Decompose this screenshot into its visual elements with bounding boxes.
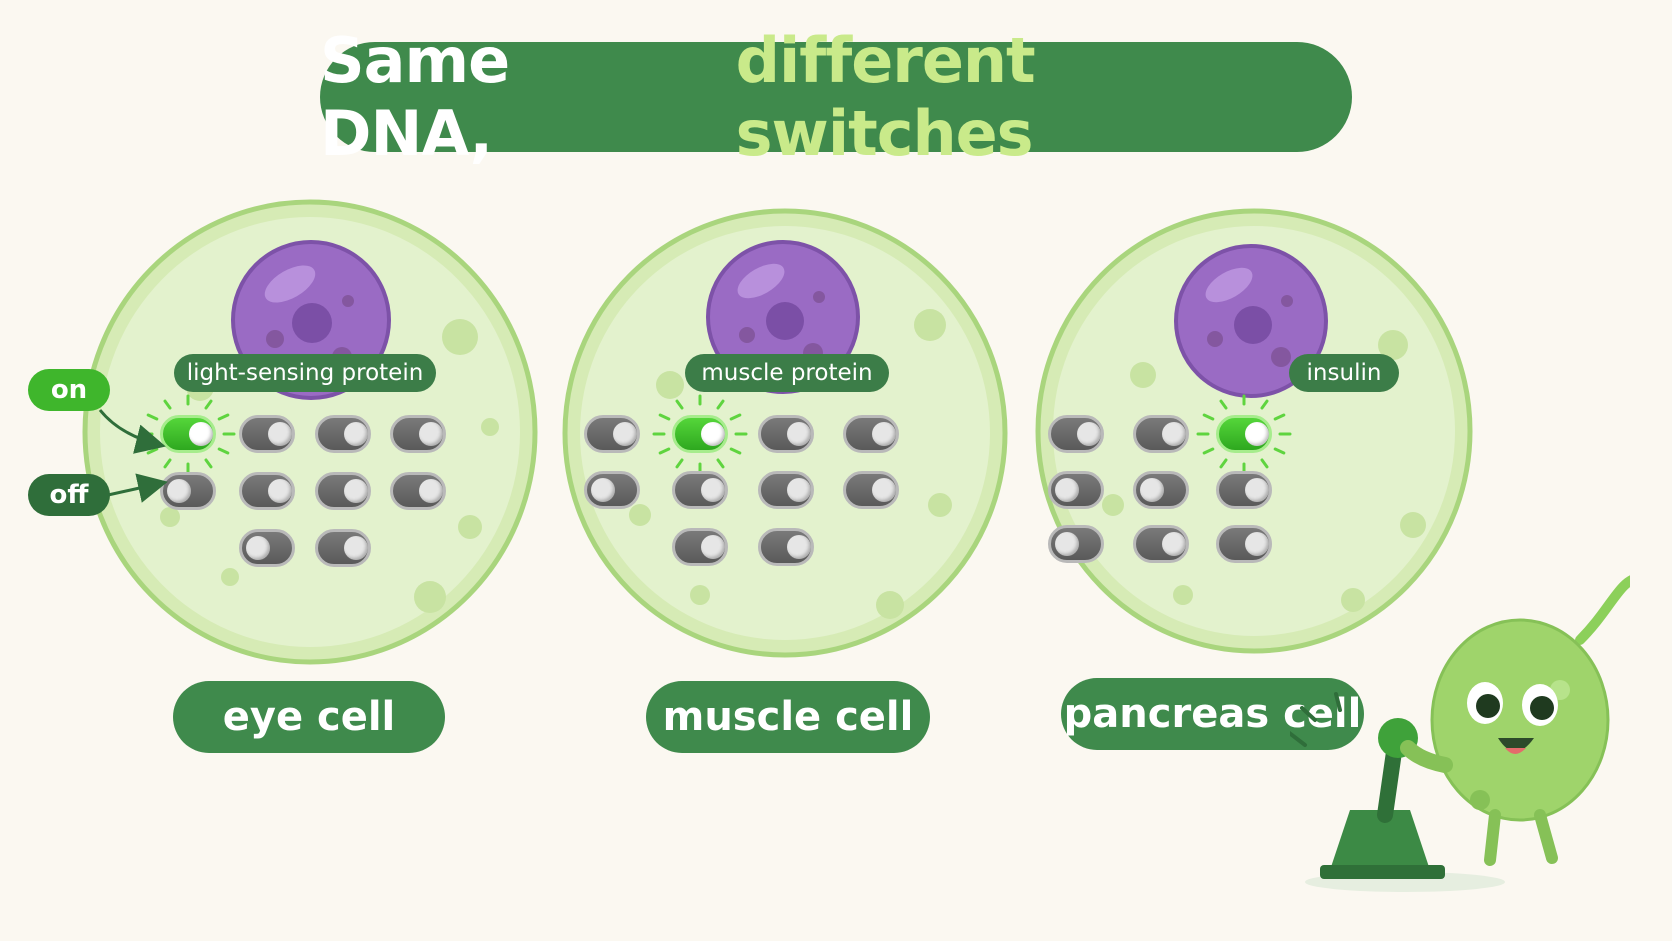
gene-switch-off[interactable] (843, 471, 899, 509)
gene-switch-off[interactable] (239, 415, 295, 453)
cell-mascot-icon (1290, 575, 1630, 892)
gene-switch-off[interactable] (315, 415, 371, 453)
eye-cell-label: eye cell (173, 681, 445, 753)
title-part-2: different switches (735, 24, 1036, 170)
switch-knob (268, 422, 292, 446)
switch-knob (1245, 478, 1269, 502)
switch-knob (344, 536, 368, 560)
switch-knob (1077, 422, 1101, 446)
gene-switch-off[interactable] (584, 415, 640, 453)
gene-switch-on[interactable] (160, 415, 216, 453)
gene-switch-off[interactable] (239, 529, 295, 567)
switch-knob (613, 422, 637, 446)
gene-switch-on[interactable] (672, 415, 728, 453)
gene-switch-off[interactable] (1048, 525, 1104, 563)
switch-knob (787, 422, 811, 446)
protein-label: light-sensing protein (174, 354, 436, 392)
gene-switch-off[interactable] (758, 471, 814, 509)
eye-cell-diagram: light-sensing protein (80, 197, 540, 667)
switch-knob (591, 478, 615, 502)
lever-icon (1320, 718, 1445, 879)
protein-label: insulin (1289, 354, 1399, 392)
switch-knob (246, 536, 270, 560)
active-switch-glow (1196, 394, 1292, 474)
switch-knob (344, 479, 368, 503)
switch-knob (872, 478, 896, 502)
gene-switch-off[interactable] (390, 415, 446, 453)
gene-switch-off[interactable] (1133, 525, 1189, 563)
gene-switch-off[interactable] (1048, 471, 1104, 509)
switch-knob (787, 478, 811, 502)
protein-label: muscle protein (685, 354, 889, 392)
gene-switch-off[interactable] (672, 471, 728, 509)
gene-switch-off[interactable] (1216, 525, 1272, 563)
pancreas-cell-label: pancreas cell (1061, 678, 1364, 750)
switch-knob (268, 479, 292, 503)
switch-knob (344, 422, 368, 446)
title-part-1: Same DNA, (320, 24, 510, 170)
gene-switch-off[interactable] (672, 528, 728, 566)
nucleus-icon (1174, 244, 1328, 398)
gene-switch-off[interactable] (843, 415, 899, 453)
gene-switch-off[interactable] (758, 528, 814, 566)
switch-knob (701, 535, 725, 559)
switch-knob (1162, 422, 1186, 446)
gene-switch-on[interactable] (1216, 415, 1272, 453)
switch-knob (872, 422, 896, 446)
switch-knob (1245, 422, 1269, 446)
muscle-cell-label: muscle cell (646, 681, 930, 753)
switch-knob (1162, 532, 1186, 556)
gene-switch-off[interactable] (390, 472, 446, 510)
gene-switch-off[interactable] (1216, 471, 1272, 509)
pancreas-cell-diagram: insulin (1033, 205, 1475, 660)
switch-knob (167, 479, 191, 503)
switch-knob (189, 422, 213, 446)
switch-knob (419, 479, 443, 503)
gene-switch-off[interactable] (1048, 415, 1104, 453)
switch-knob (1245, 532, 1269, 556)
active-switch-glow (652, 394, 748, 474)
switch-knob (419, 422, 443, 446)
gene-switch-off[interactable] (584, 471, 640, 509)
legend-on-badge: on (28, 369, 110, 411)
gene-switch-off[interactable] (1133, 415, 1189, 453)
switch-knob (1055, 478, 1079, 502)
muscle-cell-diagram: muscle protein (560, 205, 1010, 665)
gene-switch-off[interactable] (1133, 471, 1189, 509)
gene-switch-off[interactable] (315, 529, 371, 567)
switch-knob (701, 478, 725, 502)
switch-knob (701, 422, 725, 446)
switch-knob (787, 535, 811, 559)
gene-switch-off[interactable] (239, 472, 295, 510)
legend-off-badge: off (28, 474, 110, 516)
gene-switch-off[interactable] (160, 472, 216, 510)
switch-knob (1140, 478, 1164, 502)
gene-switch-off[interactable] (758, 415, 814, 453)
cell-membrane (82, 199, 538, 665)
switch-knob (1055, 532, 1079, 556)
gene-switch-off[interactable] (315, 472, 371, 510)
title-banner: Same DNA, different switches (320, 24, 1352, 170)
